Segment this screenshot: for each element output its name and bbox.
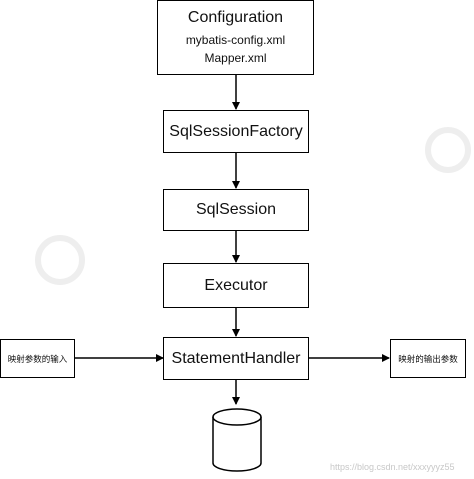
statement-handler-box: StatementHandler <box>163 337 309 380</box>
sql-session-factory-label: SqlSessionFactory <box>169 122 303 140</box>
executor-box: Executor <box>163 263 309 308</box>
config-file-mapper: Mapper.xml <box>204 50 267 65</box>
sql-session-box: SqlSession <box>163 189 309 231</box>
configuration-title: Configuration <box>187 8 284 26</box>
output-mapping-label: 映射的输出参数 <box>398 353 458 364</box>
sql-session-label: SqlSession <box>195 201 277 218</box>
input-mapping-label: 映射参数的输入 <box>7 353 68 364</box>
output-mapping-box: 映射的输出参数 <box>390 339 466 378</box>
input-mapping-box: 映射参数的输入 <box>0 339 75 378</box>
sql-session-factory-box: SqlSessionFactory <box>163 110 309 153</box>
database-icon <box>212 408 262 472</box>
statement-handler-label: StatementHandler <box>171 349 301 367</box>
configuration-box: Configuration mybatis-config.xml Mapper.… <box>157 0 314 75</box>
executor-label: Executor <box>204 276 268 294</box>
config-file-mybatis: mybatis-config.xml <box>185 32 286 47</box>
